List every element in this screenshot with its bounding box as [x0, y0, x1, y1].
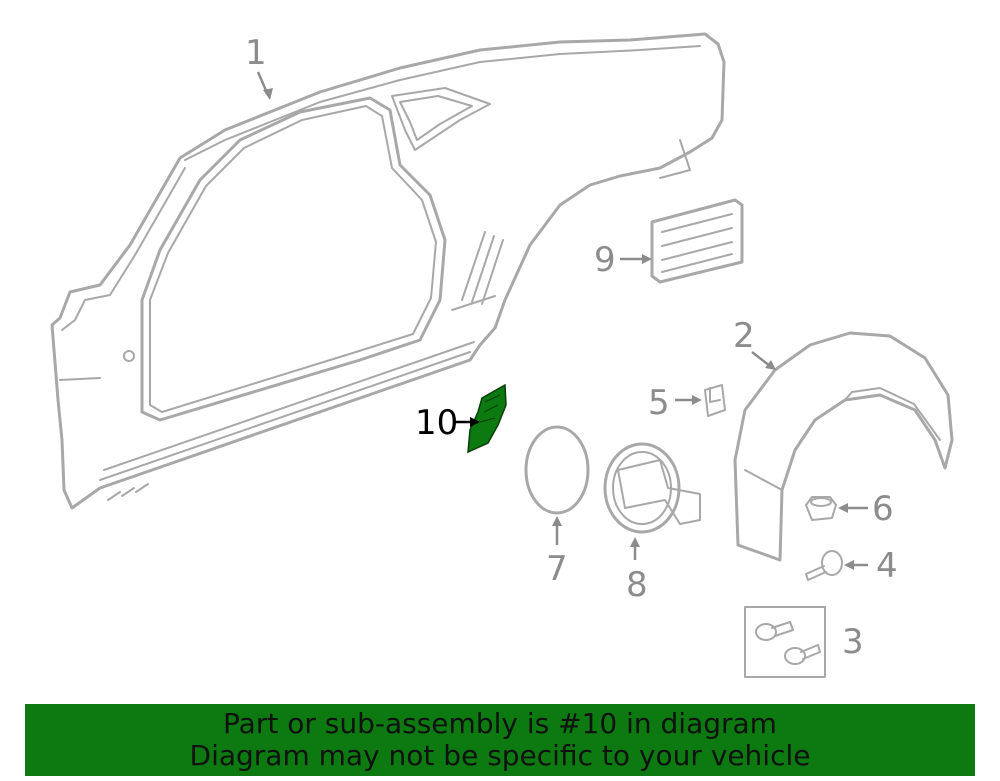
fuel-door-part	[524, 425, 590, 515]
banner-line-1: Part or sub-assembly is #10 in diagram	[223, 707, 777, 740]
bolts-kit-part	[744, 606, 826, 678]
vent-grille-part	[650, 198, 744, 284]
info-banner: Part or sub-assembly is #10 in diagram D…	[25, 704, 975, 776]
leader-lines	[256, 71, 868, 570]
callout-7: 7	[546, 549, 568, 589]
callout-8: 8	[626, 565, 648, 605]
clip-part	[704, 384, 726, 417]
callout-10: 10	[415, 403, 458, 443]
nut-part	[805, 496, 837, 521]
callout-labels: 1 2 3 4 5 6 7 8 9 10	[245, 33, 898, 662]
fuel-pocket-part	[603, 442, 701, 534]
callout-1: 1	[245, 33, 267, 73]
callout-9: 9	[594, 240, 616, 280]
callout-5: 5	[648, 383, 670, 423]
push-pin-part	[805, 550, 843, 581]
callout-3: 3	[842, 622, 864, 662]
callout-4: 4	[876, 546, 898, 586]
parts-diagram: 1 2 3 4 5 6 7 8 9 10	[50, 32, 954, 678]
callout-6: 6	[872, 489, 894, 529]
callout-2: 2	[733, 316, 755, 356]
quarter-panel-part	[50, 32, 726, 510]
banner-line-2: Diagram may not be specific to your vehi…	[189, 739, 811, 772]
highlighted-part-10	[467, 383, 507, 454]
wheelhouse-liner-part	[733, 331, 954, 562]
